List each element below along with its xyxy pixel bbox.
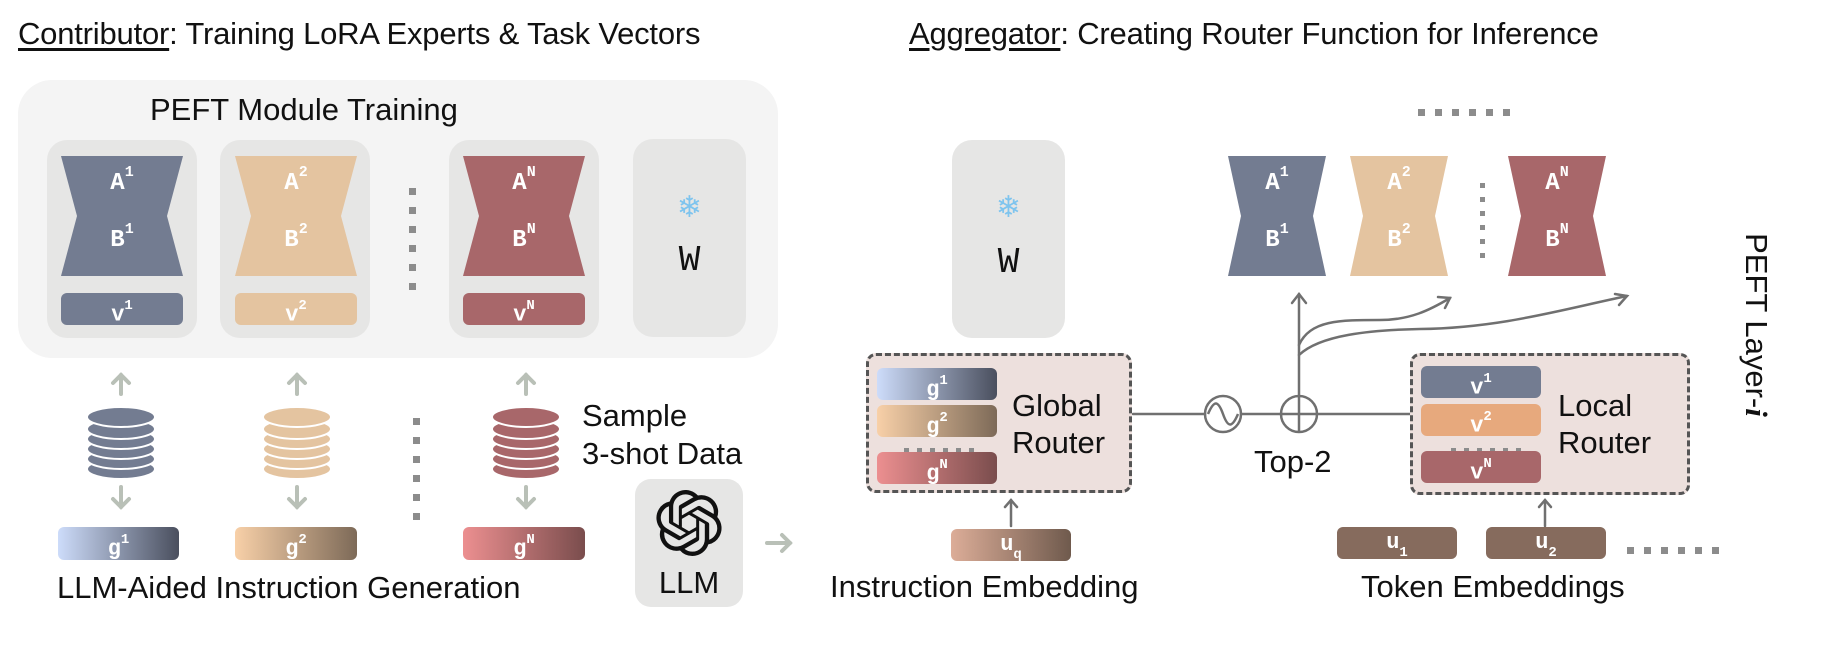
token-embeddings-ellipsis — [1627, 541, 1729, 554]
instruction-embedding-g1: g1 — [58, 527, 179, 561]
lora-a-n: AN — [512, 164, 536, 197]
arrow-down-n — [516, 485, 536, 510]
global-router-g1: g1 — [877, 368, 997, 402]
curve-arrow-n — [1297, 292, 1630, 357]
aggregator-title: Aggregator: Creating Router Function for… — [909, 16, 1599, 52]
dataset-icon-1 — [86, 406, 156, 480]
u2-arrow — [1537, 498, 1553, 528]
layer-lora-a-1: A1 — [1265, 164, 1289, 197]
aggregator-frozen-weight-card — [952, 140, 1065, 338]
global-router-gn: gN — [877, 452, 997, 486]
top-k-label: Top-2 — [1254, 444, 1332, 479]
peft-training-title: PEFT Module Training — [150, 92, 458, 127]
ellipsis-vertical-experts — [409, 188, 416, 302]
instruction-embedding-g2: g2 — [235, 527, 357, 561]
ellipsis-layers-above — [1418, 103, 1520, 116]
layer-lora-hourglass-1 — [1228, 156, 1326, 276]
curve-arrow-2 — [1297, 295, 1452, 347]
lora-hourglass-1 — [61, 156, 183, 276]
frozen-weight-card — [633, 139, 746, 337]
arrow-to-aggregator — [765, 533, 793, 553]
instruction-embedding-uq: uq — [951, 529, 1071, 563]
token-embeddings-label: Token Embeddings — [1361, 569, 1625, 604]
arrow-up-1 — [111, 372, 131, 396]
task-vector-2: v2 — [235, 293, 357, 327]
uq-arrow — [1003, 498, 1019, 528]
instruction-embedding-label: Instruction Embedding — [830, 569, 1139, 604]
layer-lora-hourglass-n — [1508, 156, 1606, 276]
contributor-title-rest: : Training LoRA Experts & Task Vectors — [169, 16, 701, 51]
layer-lora-b-1: B1 — [1265, 221, 1289, 254]
task-vector-1: v1 — [61, 293, 183, 327]
token-embedding-u2: u2 — [1486, 527, 1606, 561]
contributor-title: Contributor: Training LoRA Experts & Tas… — [18, 16, 701, 52]
dataset-icon-2 — [262, 406, 332, 480]
softmax-icon — [1203, 394, 1243, 434]
global-router-label-1: Global — [1012, 388, 1102, 423]
local-router-v1: v1 — [1421, 366, 1541, 400]
lora-b-2: B2 — [284, 221, 308, 254]
arrow-down-2 — [287, 485, 307, 510]
local-router-vn: vN — [1421, 451, 1541, 485]
contributor-title-keyword: Contributor — [18, 16, 170, 51]
arrow-up-n — [516, 372, 536, 396]
openai-logo-icon — [656, 490, 722, 557]
sample-label-line2: 3-shot Data — [582, 436, 743, 471]
task-vector-n: vN — [463, 293, 585, 327]
llm-label: LLM — [658, 565, 720, 600]
aggregator-title-rest: : Creating Router Function for Inference — [1060, 16, 1599, 51]
ellipsis-vertical-datasets — [413, 418, 420, 532]
layer-lora-a-2: A2 — [1387, 164, 1411, 197]
ellipsis-vertical-layer-experts — [1480, 183, 1486, 267]
local-router-label-1: Local — [1558, 388, 1633, 423]
arrow-down-1 — [111, 485, 131, 510]
local-router-ellipsis — [1451, 440, 1529, 453]
instruction-embedding-gn: gN — [463, 527, 585, 561]
global-router-label-2: Router — [1012, 425, 1106, 460]
lora-a-1: A1 — [110, 164, 134, 197]
arrow-up-2 — [287, 372, 307, 396]
global-router-g2: g2 — [877, 405, 997, 439]
aggregator-frozen-weight-label: W — [997, 242, 1020, 283]
local-router-v2: v2 — [1421, 404, 1541, 438]
dataset-icon-n — [491, 406, 561, 480]
instruction-generation-title: LLM-Aided Instruction Generation — [57, 570, 521, 605]
layer-lora-hourglass-2 — [1350, 156, 1448, 276]
token-embedding-u1: u1 — [1337, 527, 1457, 561]
lora-b-n: BN — [512, 221, 536, 254]
aggregator-title-keyword: Aggregator — [909, 16, 1061, 51]
frozen-weight-label: W — [678, 240, 701, 281]
local-router-label-2: Router — [1558, 425, 1652, 460]
lora-hourglass-2 — [235, 156, 357, 276]
aggregator-snowflake-icon: ❄ — [995, 191, 1022, 224]
lora-b-1: B1 — [110, 221, 134, 254]
snowflake-icon: ❄ — [676, 191, 703, 224]
global-router-ellipsis — [904, 440, 982, 453]
layer-lora-b-2: B2 — [1387, 221, 1411, 254]
sum-icon — [1279, 394, 1319, 434]
sample-label-line1: Sample — [582, 398, 688, 433]
lora-a-2: A2 — [284, 164, 308, 197]
layer-lora-a-n: AN — [1545, 164, 1569, 197]
layer-lora-b-n: BN — [1545, 221, 1569, 254]
lora-hourglass-n — [463, 156, 585, 276]
